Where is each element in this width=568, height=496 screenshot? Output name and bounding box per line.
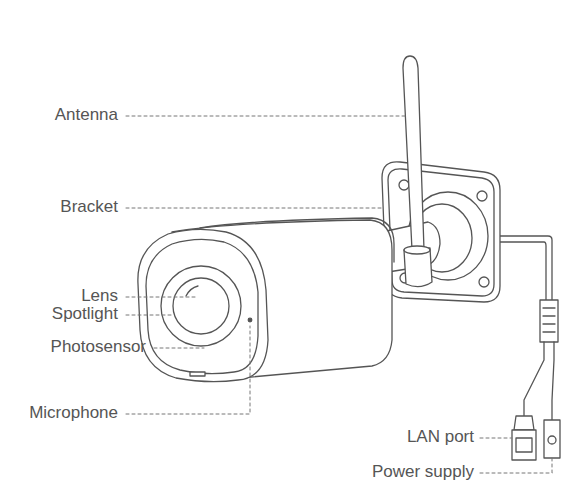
leader-line (154, 348, 204, 349)
part-label: Power supply (372, 462, 474, 482)
power-socket (548, 436, 556, 444)
leader-line (126, 116, 406, 117)
lan-cable (524, 342, 544, 416)
antenna-joint (404, 246, 430, 254)
screw-hole (479, 277, 489, 287)
camera-front-ring (146, 239, 258, 373)
screw-hole (399, 180, 409, 190)
part-label: LAN port (407, 427, 474, 447)
part-label: Microphone (29, 403, 118, 423)
lan-port (512, 430, 536, 460)
lens (173, 278, 229, 334)
leader-line (480, 438, 512, 439)
photosensor-window (190, 372, 205, 376)
antenna-rod (403, 56, 424, 250)
lan-socket (516, 438, 532, 452)
part-label: Spotlight (52, 304, 118, 324)
power-cable (552, 342, 554, 420)
part-label: Lens (81, 286, 118, 306)
leader-line (480, 458, 552, 473)
part-label: Antenna (55, 105, 118, 125)
leader-line (126, 297, 196, 298)
screw-hole (477, 191, 487, 201)
cable-connector (540, 300, 558, 342)
part-label: Bracket (60, 197, 118, 217)
power-plug (544, 420, 560, 458)
bracket-plate (382, 162, 500, 302)
lens-ring (161, 266, 241, 346)
connector-ribs (543, 308, 555, 332)
camera-front (138, 229, 268, 381)
leader-line (126, 315, 172, 316)
cable (492, 236, 552, 300)
lan-connector (514, 416, 534, 430)
part-label: Photosensor (51, 337, 146, 357)
leader-line (126, 208, 384, 209)
lens-glare (186, 286, 198, 296)
leader-lines (126, 116, 552, 473)
microphone-hole (248, 318, 252, 322)
